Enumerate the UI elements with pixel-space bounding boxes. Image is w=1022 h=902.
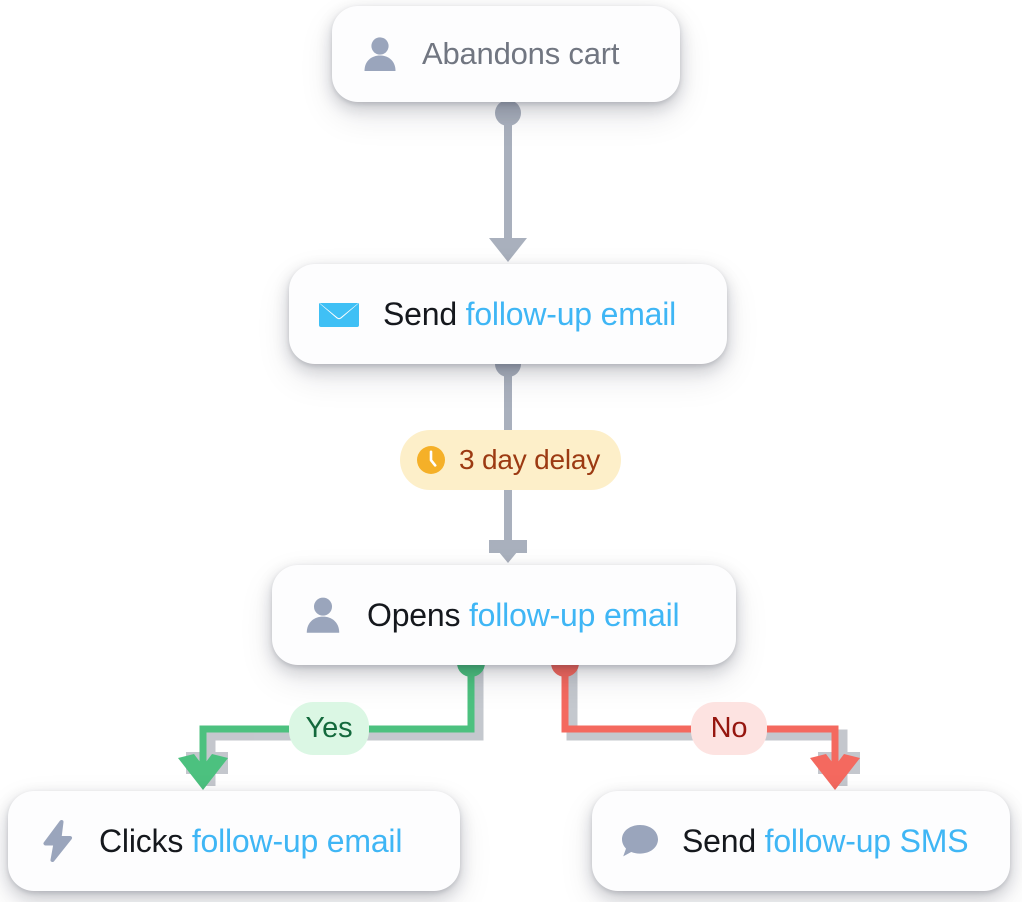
node-label-clicks-email: Clicks follow-up email — [99, 823, 402, 860]
node-label-accent: follow-up SMS — [764, 822, 969, 859]
person-icon — [359, 33, 401, 75]
node-label-accent: follow-up email — [468, 596, 680, 633]
edge-delay-to-opens — [489, 486, 527, 563]
node-label-opens-email: Opens follow-up email — [367, 596, 680, 634]
node-card-send-email[interactable]: Send follow-up email — [289, 264, 727, 364]
clock-icon — [416, 445, 446, 475]
delay-badge[interactable]: 3 day delay — [400, 430, 621, 490]
envelope-icon — [317, 292, 361, 336]
node-label-prefix: Clicks — [99, 822, 192, 859]
node-label-prefix: Send — [682, 822, 765, 859]
node-label-send-sms: Send follow-up SMS — [682, 822, 969, 860]
chat-bubble-icon — [618, 820, 662, 862]
person-icon — [301, 593, 345, 637]
delay-label: 3 day delay — [459, 444, 601, 475]
lightning-icon — [37, 819, 79, 863]
node-card-opens-email[interactable]: Opens follow-up email — [272, 565, 736, 665]
node-label-send-email: Send follow-up email — [383, 296, 676, 333]
node-label-accent: follow-up email — [191, 822, 403, 859]
node-label-prefix: Send — [383, 295, 466, 332]
node-label-abandons-cart: Abandons cart — [422, 36, 620, 71]
node-label-accent: follow-up email — [465, 295, 677, 332]
node-label-prefix: Opens — [367, 596, 469, 633]
node-card-clicks-email[interactable]: Clicks follow-up email — [8, 791, 460, 891]
branch-label-yes[interactable]: Yes — [289, 702, 369, 755]
node-card-send-sms[interactable]: Send follow-up SMS — [592, 791, 1010, 891]
edge-trigger-to-email — [489, 100, 527, 262]
branch-label-no[interactable]: No — [691, 702, 767, 755]
node-card-abandons-cart[interactable]: Abandons cart — [332, 6, 680, 102]
